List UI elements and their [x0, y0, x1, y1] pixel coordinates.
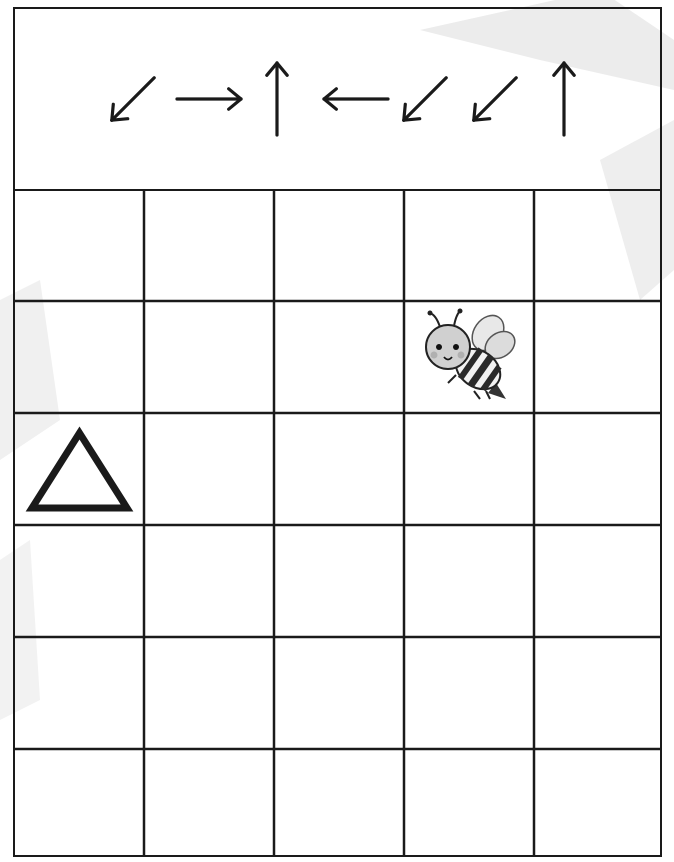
arrow-up-icon [554, 63, 574, 135]
arrow-down-left-icon [404, 78, 446, 120]
arrow-up-icon [267, 63, 287, 135]
arrow-sequence [15, 9, 660, 187]
instruction-panel [15, 9, 660, 191]
movement-grid [15, 189, 660, 855]
worksheet [13, 7, 662, 857]
arrow-left-icon [324, 89, 388, 109]
arrow-down-left-icon [112, 78, 154, 120]
triangle-icon[interactable] [32, 433, 127, 508]
arrow-right-icon [177, 89, 241, 109]
bee-icon[interactable] [426, 309, 520, 400]
arrow-down-left-icon [474, 78, 516, 120]
